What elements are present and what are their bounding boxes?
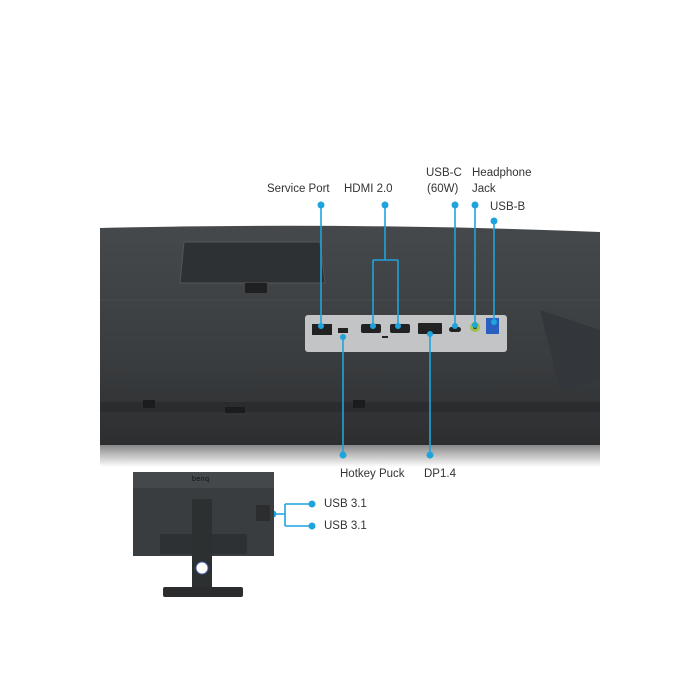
label-service-port: Service Port: [267, 183, 330, 195]
label-usbb: USB-B: [490, 201, 526, 213]
label-usbc-power: (60W): [427, 183, 459, 195]
port-panel: [305, 315, 507, 352]
hdmi-port-1: [361, 324, 381, 333]
usb-c-port: [449, 327, 461, 332]
label-dp: DP1.4: [424, 468, 456, 480]
callout-lines: [273, 205, 495, 527]
displayport: [418, 323, 442, 334]
brand-logo: benq: [192, 476, 210, 483]
service-port: [312, 324, 332, 335]
label-usbc: USB-C: [426, 167, 462, 179]
hotkey-puck-port: [338, 328, 348, 333]
hdmi-port-2: [390, 324, 410, 333]
label-usb31-a: USB 3.1: [324, 498, 367, 510]
label-usb31-b: USB 3.1: [324, 520, 367, 532]
label-headphone-jack: Jack: [472, 183, 496, 195]
monitor-rear-thumbnail: [133, 472, 274, 597]
label-hotkey-puck: Hotkey Puck: [340, 468, 405, 480]
label-hdmi: HDMI 2.0: [344, 183, 393, 195]
label-headphone: Headphone: [472, 167, 532, 179]
